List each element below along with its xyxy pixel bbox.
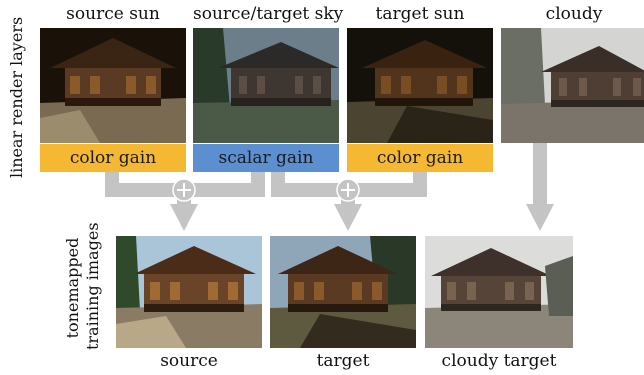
label-source-sun: source sun — [66, 4, 160, 24]
plus-circle-icon — [336, 178, 360, 202]
label-cloudy-target: cloudy target — [441, 351, 557, 371]
plus-circle-icon — [172, 178, 196, 202]
connector-source-sun — [105, 172, 184, 197]
label-source-target-sky: source/target sky — [193, 4, 344, 24]
image-target-sun — [347, 28, 493, 143]
label-target-sun: target sun — [375, 4, 465, 24]
image-source-target-sky — [193, 28, 339, 143]
image-source-sun — [40, 28, 186, 143]
color-gain-right: color gain — [347, 144, 493, 172]
image-target-tonemapped — [270, 236, 416, 348]
image-source-tonemapped — [116, 236, 262, 348]
label-target: target — [316, 351, 370, 371]
arrowhead-source — [170, 204, 198, 231]
color-gain-left: color gain — [40, 144, 186, 172]
scalar-gain: scalar gain — [193, 144, 339, 172]
label-source: source — [160, 351, 218, 371]
label-cloudy: cloudy — [545, 4, 603, 24]
connector-sky-to-target — [271, 172, 348, 197]
arrowhead-target — [334, 204, 362, 231]
image-cloudy-target-tonemapped — [425, 236, 573, 348]
image-cloudy — [501, 28, 644, 143]
connector-target-sun — [348, 172, 427, 197]
connector-sky-to-source — [184, 172, 265, 197]
arrowhead-cloudy — [526, 204, 554, 231]
